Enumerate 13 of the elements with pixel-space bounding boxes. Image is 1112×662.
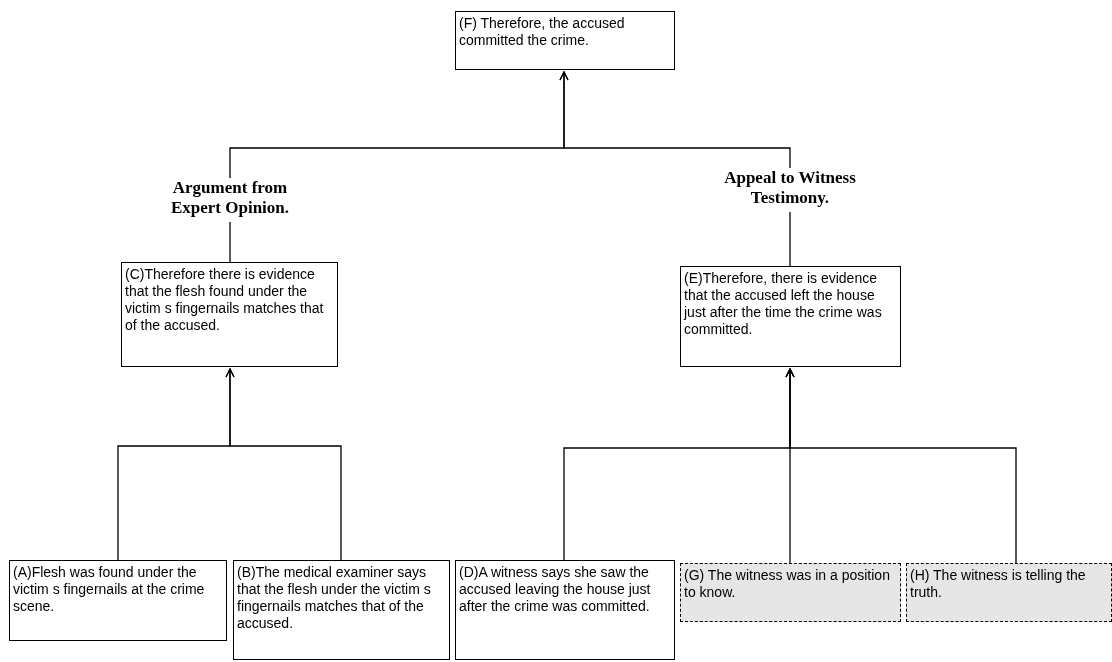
argument-scheme-label: Argument from Expert Opinion. <box>160 178 300 222</box>
claim-box: (F) Therefore, the accused committed the crime. <box>455 11 675 70</box>
connector-arrow <box>225 368 342 561</box>
connector-arrow <box>785 368 1017 564</box>
implicit-premise-box: (H) The witness is telling the truth. <box>906 563 1112 622</box>
claim-box: (D)A witness says she saw the accused leaving the house just after the crime was committed. <box>455 560 675 660</box>
claim-box: (C)Therefore there is evidence that the flesh found under the victim s fingernails matches that of the accused. <box>121 262 338 367</box>
claim-box: (E)Therefore, there is evidence that the accused left the house just after the time the crime was committed. <box>680 266 901 367</box>
claim-box: (A)Flesh was found under the victim s fingernails at the crime scene. <box>9 560 227 641</box>
connector-arrow <box>559 71 791 169</box>
argument-scheme-label: Appeal to Witness Testimony. <box>700 168 880 212</box>
claim-box: (B)The medical examiner says that the flesh under the victim s fingernails matches that of the accused. <box>233 560 450 660</box>
implicit-premise-box: (G) The witness was in a position to know. <box>680 563 901 622</box>
